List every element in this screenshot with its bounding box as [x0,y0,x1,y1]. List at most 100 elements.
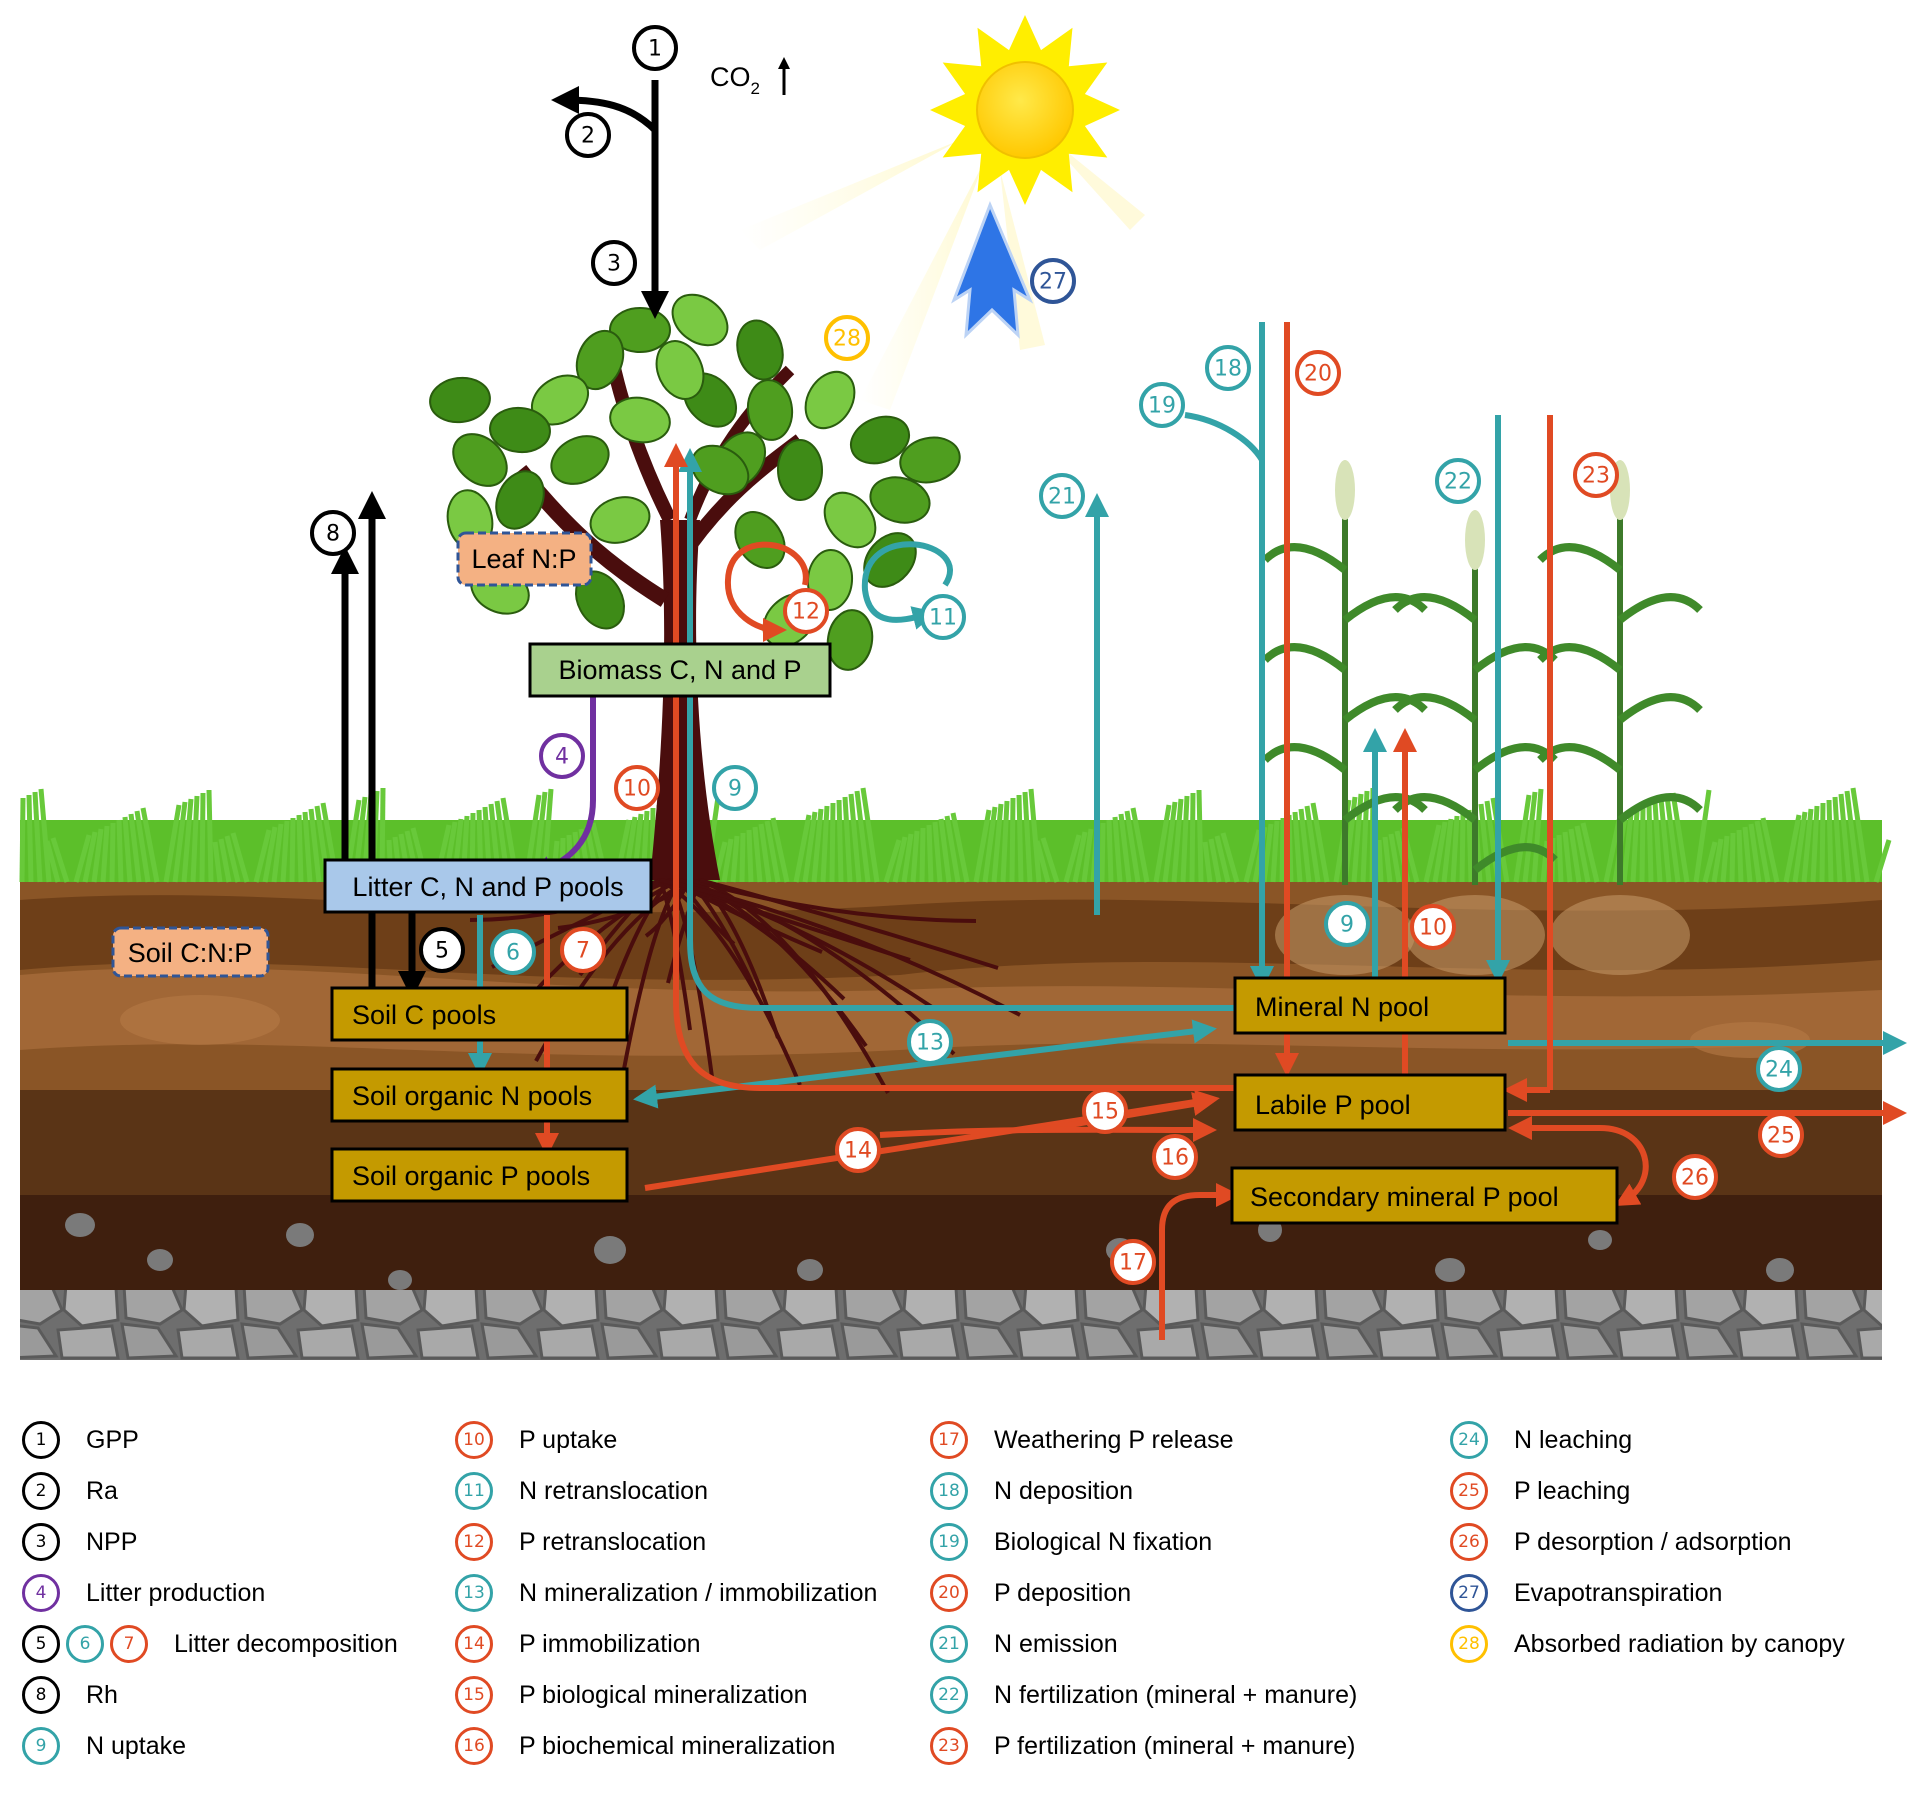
legend-badge-icon: 24 [1450,1421,1488,1459]
svg-text:3: 3 [607,252,621,277]
grass-blade [163,804,182,883]
grass-blade [308,808,322,883]
grass-blade [1639,807,1646,883]
leaf [452,433,508,487]
legend-badge-icon: 3 [22,1523,60,1561]
flux-badge-15: 15 [1082,1088,1128,1134]
grass-blade [901,833,914,883]
grass-blade [1693,789,1712,883]
svg-text:9: 9 [1340,913,1354,938]
grass-blade [1568,828,1582,883]
grass-blade [262,826,278,883]
grass-blade [1153,804,1172,883]
soil-organic-n-box: Soil organic N pools [330,1067,629,1123]
litter-pool-box: Litter C, N and P pools [323,858,653,914]
grass-blade [1423,824,1442,883]
grass-blade [950,812,970,883]
grass-blade [218,838,232,883]
svg-text:Mineral N pool: Mineral N pool [1255,992,1429,1022]
grass-blade [224,835,241,883]
biomass-box: Biomass C, N and P [528,642,832,698]
flux-badge-14: 14 [835,1127,881,1173]
grass-blade [1243,829,1262,883]
grass-blade [860,787,880,883]
grass-blade [1580,822,1600,883]
legend-badge-icon: 17 [930,1421,968,1459]
legend-label: Evapotranspiration [1514,1578,1723,1607]
svg-text:17: 17 [1119,1251,1147,1276]
grass-blade [938,818,952,883]
grass-blade [1180,795,1190,883]
grass-blade [746,829,754,883]
svg-text:7: 7 [576,939,590,964]
svg-text:19: 19 [1148,394,1176,419]
legend-badge-icon: 16 [455,1727,493,1765]
svg-text:9: 9 [728,777,742,802]
grass [19,787,1892,883]
grass-blade [1810,805,1820,883]
flux-badge-13: 13 [907,1019,953,1065]
legend-label: P leaching [1514,1476,1631,1505]
svg-text:2: 2 [581,124,595,149]
grass-blade [910,830,920,883]
leaf [550,435,610,485]
svg-text:Biomass C, N and P: Biomass C, N and P [558,655,801,685]
grass-blade [1016,794,1024,883]
svg-text:1: 1 [648,37,662,62]
leaf [589,496,651,544]
legend-badge-icon: 10 [455,1421,493,1459]
grass-blade [1630,810,1640,883]
grass-blade [1162,801,1178,883]
flux-badge-1: 1 [632,25,678,71]
legend-label: P deposition [994,1578,1132,1607]
leaf [776,439,824,501]
leaf [804,370,856,430]
leaf [746,379,794,441]
legend-badge-icon: 4 [22,1574,60,1612]
flux-badge-4: 4 [539,733,585,779]
svg-text:16: 16 [1161,1146,1189,1171]
grass-blade [1742,826,1753,883]
grass-blade [721,838,734,883]
grass-blade [50,837,70,883]
grass-blade [1702,841,1718,883]
grass-blade [1873,839,1892,883]
legend-label: Litter decomposition [174,1629,398,1658]
legend-label: Weathering P release [994,1425,1234,1454]
grass-blade [1040,837,1060,883]
grass-blade [1670,792,1690,883]
grass-blade [82,831,98,883]
leaf [575,329,625,391]
flux-badge-12: 12 [783,588,829,634]
svg-text:Soil C:N:P: Soil C:N:P [128,938,253,968]
legend-badge-icon: 5 [22,1625,60,1663]
leaf [671,293,729,347]
legend-label: N leaching [1514,1425,1633,1454]
legend-badge-icon: 23 [930,1727,968,1765]
leaf [609,307,671,353]
grass-blade [1376,839,1384,883]
grass-blade [1748,823,1762,883]
legend-badge-icon: 28 [1450,1625,1488,1663]
grass-blade [1441,818,1454,883]
svg-text:14: 14 [844,1139,872,1164]
grass-blade [1531,788,1544,883]
flux-badge-6: 6 [490,929,536,975]
legend-item: 24 N leaching [1450,1420,1632,1460]
svg-text:26: 26 [1681,1166,1709,1191]
legend-badge-icon: 14 [455,1625,493,1663]
grass-blade [1760,817,1780,883]
grass-blade [1754,820,1771,883]
grass-blade [1850,787,1870,883]
soil-organic-p-box: Soil organic P pools [330,1147,629,1203]
grass-blade [892,836,908,883]
grass-blade [128,813,142,883]
grass-blade [1063,834,1082,883]
leaf [609,396,671,444]
